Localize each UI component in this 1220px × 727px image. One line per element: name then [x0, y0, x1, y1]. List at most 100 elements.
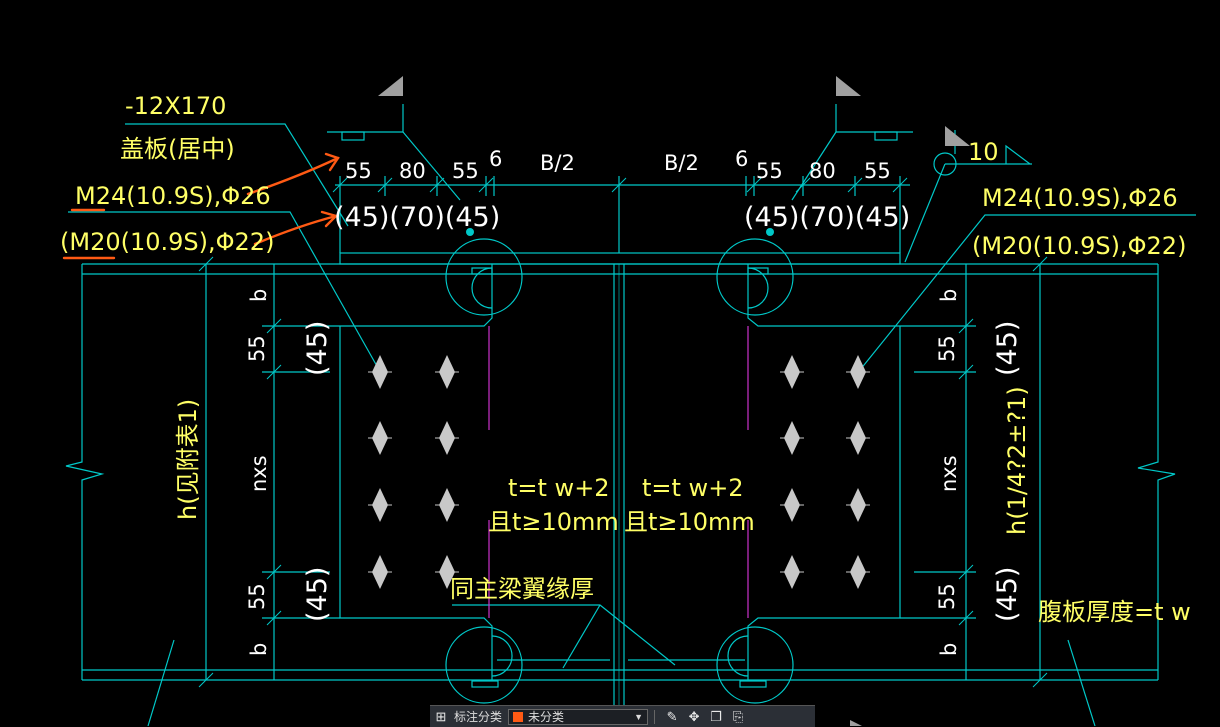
weld-mark-bottom-left [471, 680, 499, 688]
dim-half-left: B/2 [540, 151, 575, 175]
dim-top-left-3: 55 [452, 159, 479, 183]
weld-leader-right [904, 163, 946, 263]
annotation-toolbar: ⊞ 标注分类 未分类 ▼ ✎ ✥ ❐ ⎘ [430, 705, 815, 727]
dim-bracket-left: (45)(70)(45) [334, 202, 500, 233]
web-thickness-label: 腹板厚度=t w [1038, 598, 1191, 626]
left-splice-plate-top [340, 264, 493, 327]
bolt-m24-label-left: M24(10.9S),Φ26 [75, 182, 271, 210]
weld-symbol-right-box [874, 131, 898, 141]
weld-flag-bottom [850, 720, 862, 726]
dim-top-left-1: 55 [345, 159, 372, 183]
beam-geometry [65, 104, 1196, 726]
paste-icon[interactable]: ⎘ [732, 708, 744, 724]
category-select[interactable]: 未分类 ▼ [508, 708, 649, 725]
bolt-leader-left [68, 211, 379, 369]
weld-mark-bottom-right [739, 680, 767, 688]
weld-mark-top-right [747, 267, 769, 275]
dim-side-right-55-top: 55 [935, 335, 959, 362]
bolt-leader-right [859, 214, 1196, 371]
annotation-arrow-2 [253, 214, 338, 246]
category-color-swatch [513, 711, 524, 722]
dim-side-left-45-top: (45) [302, 321, 333, 376]
grid-icon[interactable]: ⊞ [435, 708, 447, 724]
dim-side-right-nxs: nxs [937, 455, 961, 492]
weld-size-label: 10 [968, 138, 999, 166]
fillet-weld-symbol [1005, 144, 1031, 165]
toolbar-label: 标注分类 [454, 710, 503, 724]
dim-side-right-45-bottom: (45) [992, 567, 1023, 622]
thickness-label-right-2: 且t≥10mm [624, 508, 755, 536]
plate-leader-left [125, 123, 349, 227]
thickness-label-right-1: t=t w+2 [642, 474, 744, 502]
weld-flag-left [378, 76, 403, 96]
dim-side-right-55-bottom: 55 [935, 583, 959, 610]
weld-access-hole-bottom-left [445, 626, 523, 704]
cover-plate-label: 盖板(居中) [120, 135, 235, 163]
right-break-symbol [1137, 264, 1176, 680]
dim-top-right-1: 6 [735, 147, 748, 171]
dim-top-right-2: 55 [756, 159, 783, 183]
height-label-right: h(1/4?2±?1) [1003, 386, 1031, 535]
scallop-top-right [747, 267, 769, 309]
dim-half-right: B/2 [664, 151, 699, 175]
height-label-left: h(见附表1) [174, 399, 202, 520]
move-icon[interactable]: ✥ [688, 708, 700, 724]
copy-icon[interactable]: ❐ [710, 708, 722, 724]
dim-side-left-nxs: nxs [247, 455, 271, 492]
category-selected-value: 未分类 [528, 710, 565, 724]
leader-bottom-right [1067, 639, 1096, 726]
dim-top-left-4: 6 [489, 147, 502, 171]
labels: -12X170 盖板(居中) M24(10.9S),Φ26 (M20(10.9S… [60, 92, 1191, 656]
dim-bracket-right: (45)(70)(45) [744, 202, 910, 233]
dim-side-left-55-bottom: 55 [245, 583, 269, 610]
weld-symbol-left-box [341, 131, 365, 141]
dim-side-right-b-bottom: b [937, 643, 961, 656]
left-break-symbol [65, 264, 105, 680]
dim-top-right-3: 80 [809, 159, 836, 183]
scallop-bottom-right [727, 635, 749, 677]
weld-flag-top-right [945, 126, 970, 146]
annotation-arrow-1 [246, 156, 340, 196]
dim-side-right-45-top: (45) [992, 321, 1023, 376]
bolt-group [368, 355, 870, 589]
dim-side-left-45-bottom: (45) [302, 567, 333, 622]
bolt-m20-label-right: (M20(10.9S),Φ22) [972, 232, 1186, 260]
bolt-m20-label-left: (M20(10.9S),Φ22) [60, 228, 274, 256]
right-splice-plate-top [747, 264, 900, 327]
weld-flags [378, 76, 970, 726]
annotation-arrow-2-head [320, 210, 339, 228]
weld-access-hole-top-left [445, 238, 523, 316]
thickness-label-left-2: 且t≥10mm [488, 508, 619, 536]
plate-size-label: -12X170 [125, 92, 226, 120]
dim-side-right-b-top: b [937, 289, 961, 302]
web-centerlines [488, 326, 749, 618]
weld-access-hole-bottom-right [716, 626, 794, 704]
chevron-down-icon: ▼ [634, 711, 644, 722]
weld-symbol-left [327, 104, 404, 133]
weld-symbol-left-leader [402, 131, 461, 201]
scallop-bottom-left [491, 635, 513, 677]
right-splice-plate [747, 326, 901, 680]
dim-side-left-b-bottom: b [247, 643, 271, 656]
scallop-top-left [471, 267, 493, 309]
edit-icon[interactable]: ✎ [666, 708, 678, 724]
annotation-arrow-1-head [324, 152, 340, 172]
bolt-m24-label-right: M24(10.9S),Φ26 [982, 184, 1178, 212]
thickness-label-left-1: t=t w+2 [508, 474, 610, 502]
leader-bottom-left [147, 639, 175, 726]
annotation-marks [62, 152, 340, 260]
flange-thickness-label: 同主梁翼缘厚 [450, 575, 594, 603]
dim-side-left-55-top: 55 [245, 335, 269, 362]
flange-leader-2 [562, 604, 601, 669]
cover-plate [339, 252, 901, 265]
left-splice-plate [339, 326, 493, 680]
dim-top-right-4: 55 [864, 159, 891, 183]
weld-mark-top-left [471, 267, 493, 275]
weld-symbol-right [835, 104, 913, 133]
dim-top-left-2: 80 [399, 159, 426, 183]
flange-leader [452, 604, 676, 666]
weld-access-hole-top-right [716, 238, 794, 316]
dim-side-left-b-top: b [247, 289, 271, 302]
leader-dots [466, 228, 774, 236]
